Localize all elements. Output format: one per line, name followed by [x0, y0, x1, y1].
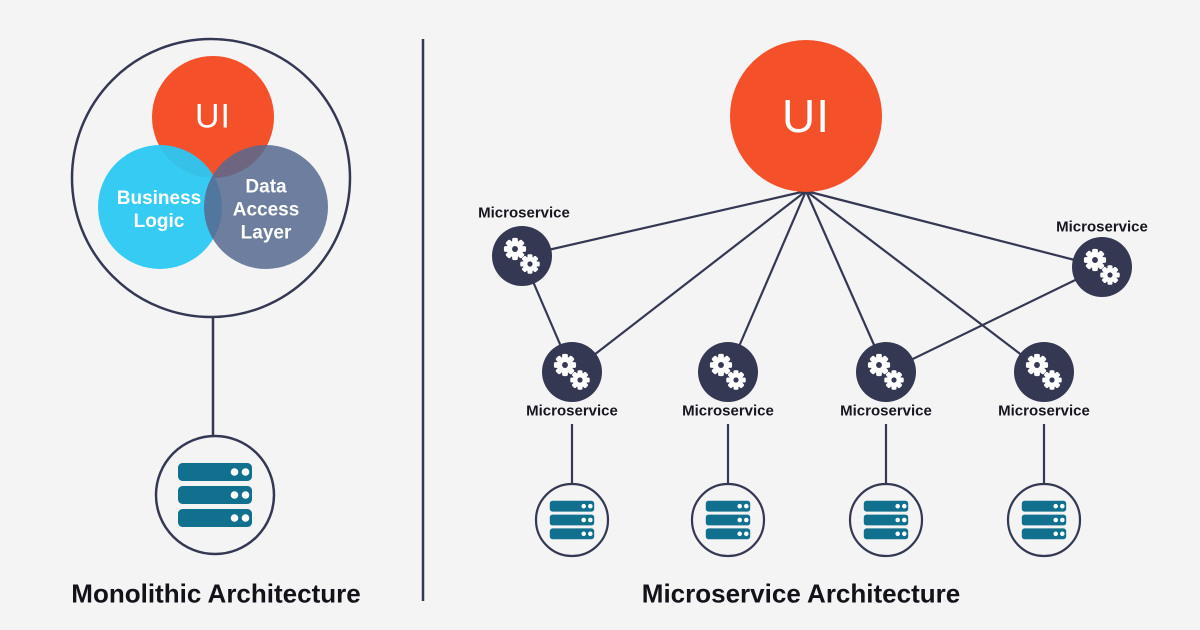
connector-line [571, 190, 807, 373]
microservice-node-gear-icon [856, 342, 916, 402]
db-stub-lines [570, 424, 1046, 485]
ui-circle-monolith [152, 56, 274, 178]
monolith-boundary-circle [70, 37, 352, 319]
microservice-database-circle [692, 484, 764, 556]
microservice-database-circle [1008, 484, 1080, 556]
connector-line [726, 190, 808, 373]
microservice-node-gear-icon [698, 342, 758, 402]
data-access-circle [204, 145, 328, 269]
microservice-link-line [885, 266, 1103, 373]
ui-circle-microservices [730, 40, 882, 192]
server-stack-icon [178, 463, 252, 527]
connector-line [805, 189, 1103, 269]
microservice-database-circle [850, 484, 922, 556]
monolith-database-circle [154, 434, 276, 556]
business-logic-circle [98, 145, 222, 269]
connector-line [804, 190, 888, 373]
connector-line [805, 190, 1045, 373]
microservice-node-gear-icon [542, 342, 602, 402]
ui-fan-lines [521, 189, 1103, 373]
microservice-node-gear-icon [492, 226, 552, 286]
microservice-database-circle [536, 484, 608, 556]
microservice-node-gear-icon [1072, 237, 1132, 297]
connector-line [521, 189, 807, 258]
microservice-node-gear-icon [1014, 342, 1074, 402]
